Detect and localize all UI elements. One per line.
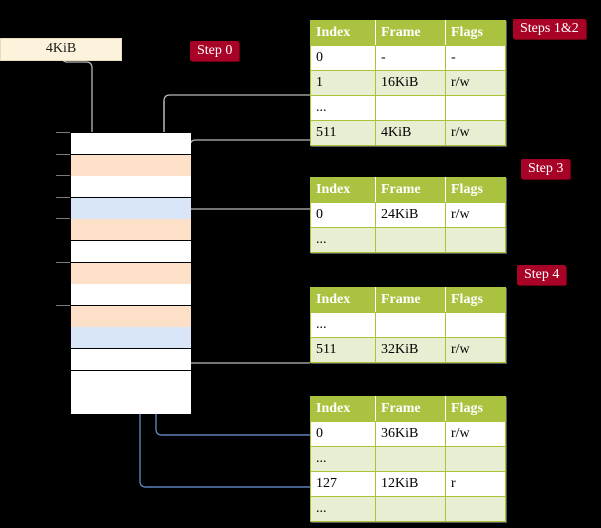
- cell-flags: [445, 312, 506, 338]
- cell-flags: r/w: [445, 421, 506, 447]
- memory-frame-row: [71, 133, 191, 155]
- badge-steps-1-2: Steps 1&2: [513, 19, 586, 39]
- memory-row-tick: [56, 196, 70, 198]
- memory-frame-row: [71, 176, 191, 199]
- memory-row-tick: [56, 261, 70, 263]
- cell-index: 0: [310, 45, 376, 71]
- cell-frame: 4KiB: [375, 120, 446, 146]
- column-header-frame: Frame: [375, 20, 446, 46]
- cell-index: 511: [310, 337, 376, 363]
- cell-frame: [375, 446, 446, 472]
- column-header-flags: Flags: [445, 20, 506, 46]
- table-row: 0--: [310, 45, 506, 71]
- cell-flags: r/w: [445, 337, 506, 363]
- memory-row-tick: [56, 175, 70, 177]
- badge-step-3: Step 3: [521, 159, 571, 179]
- cell-index: 0: [310, 421, 376, 447]
- cell-frame: 12KiB: [375, 471, 446, 497]
- memory-frame-row: [71, 370, 191, 393]
- column-header-flags: Flags: [445, 177, 506, 203]
- connector-step0: [59, 53, 101, 148]
- cell-flags: r/w: [445, 202, 506, 228]
- cell-frame: [375, 496, 446, 522]
- cell-flags: -: [445, 45, 506, 71]
- memory-frame-row: [71, 392, 191, 415]
- memory-frame-row: [71, 284, 191, 307]
- memory-frame-row: [71, 154, 191, 177]
- memory-frame-row: [71, 262, 191, 285]
- memory-frame-row: [71, 349, 191, 371]
- virtual-page-box: 4KiB: [0, 38, 122, 61]
- table-row: ...: [310, 446, 506, 472]
- memory-row-tick: [56, 304, 70, 306]
- cell-index: ...: [310, 227, 376, 253]
- column-header-index: Index: [310, 20, 376, 46]
- column-header-flags: Flags: [445, 287, 506, 313]
- table-row: ...: [310, 312, 506, 338]
- cell-index: 127: [310, 471, 376, 497]
- cell-flags: [445, 496, 506, 522]
- column-header-index: Index: [310, 287, 376, 313]
- memory-row-tick: [56, 218, 70, 220]
- cell-frame: 32KiB: [375, 337, 446, 363]
- memory-row-tick: [56, 153, 70, 155]
- badge-step-4: Step 4: [517, 265, 567, 285]
- column-header-frame: Frame: [375, 287, 446, 313]
- memory-frame-row: [71, 241, 191, 263]
- table-row: ...: [310, 227, 506, 253]
- cell-frame: [375, 227, 446, 253]
- memory-frame-row: [71, 327, 191, 350]
- cell-index: ...: [310, 312, 376, 338]
- cell-frame: 36KiB: [375, 421, 446, 447]
- cell-flags: r/w: [445, 70, 506, 96]
- virtual-page-label: 4KiB: [45, 41, 77, 56]
- cell-frame: [375, 312, 446, 338]
- cell-flags: [445, 446, 506, 472]
- cell-flags: r/w: [445, 120, 506, 146]
- memory-frame-row: [71, 305, 191, 328]
- column-header-index: Index: [310, 177, 376, 203]
- memory-row-tick: [56, 132, 70, 133]
- connector-step3: [174, 150, 190, 258]
- cell-frame: 24KiB: [375, 202, 446, 228]
- memory-frame-row: [71, 197, 191, 220]
- memory-frame-row: [71, 219, 191, 242]
- physical-memory-column: [70, 132, 191, 415]
- table-row: ...: [310, 95, 506, 121]
- cell-flags: [445, 227, 506, 253]
- cell-index: 1: [310, 70, 376, 96]
- column-header-frame: Frame: [375, 396, 446, 422]
- column-header-index: Index: [310, 396, 376, 422]
- cell-flags: [445, 95, 506, 121]
- cell-index: 0: [310, 202, 376, 228]
- cell-index: 511: [310, 120, 376, 146]
- cell-index: ...: [310, 446, 376, 472]
- badge-step-0: Step 0: [190, 41, 240, 61]
- cell-frame: 16KiB: [375, 70, 446, 96]
- cell-frame: -: [375, 45, 446, 71]
- cell-index: ...: [310, 95, 376, 121]
- cell-index: ...: [310, 496, 376, 522]
- column-header-frame: Frame: [375, 177, 446, 203]
- cell-flags: r: [445, 471, 506, 497]
- table-row: ...: [310, 496, 506, 522]
- cell-frame: [375, 95, 446, 121]
- column-header-flags: Flags: [445, 396, 506, 422]
